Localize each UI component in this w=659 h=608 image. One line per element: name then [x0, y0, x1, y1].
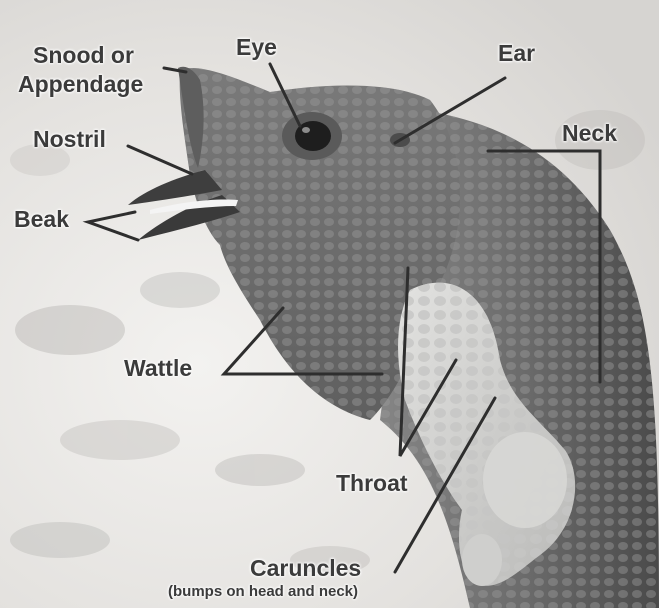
label-snood-line2: Appendage	[18, 73, 143, 96]
label-nostril: Nostril	[33, 128, 106, 151]
label-ear: Ear	[498, 42, 535, 65]
label-snood-line1: Snood or	[33, 44, 134, 67]
label-eye: Eye	[236, 36, 277, 59]
label-caruncles: Caruncles	[250, 557, 361, 580]
label-beak: Beak	[14, 208, 69, 231]
label-throat: Throat	[336, 472, 408, 495]
caruncle-large-lobe	[483, 432, 567, 528]
label-caruncles-note: (bumps on head and neck)	[168, 584, 358, 599]
label-wattle: Wattle	[124, 357, 192, 380]
label-neck: Neck	[562, 122, 617, 145]
eye-glint	[302, 127, 310, 133]
caruncle-lower-lobe	[462, 534, 502, 586]
